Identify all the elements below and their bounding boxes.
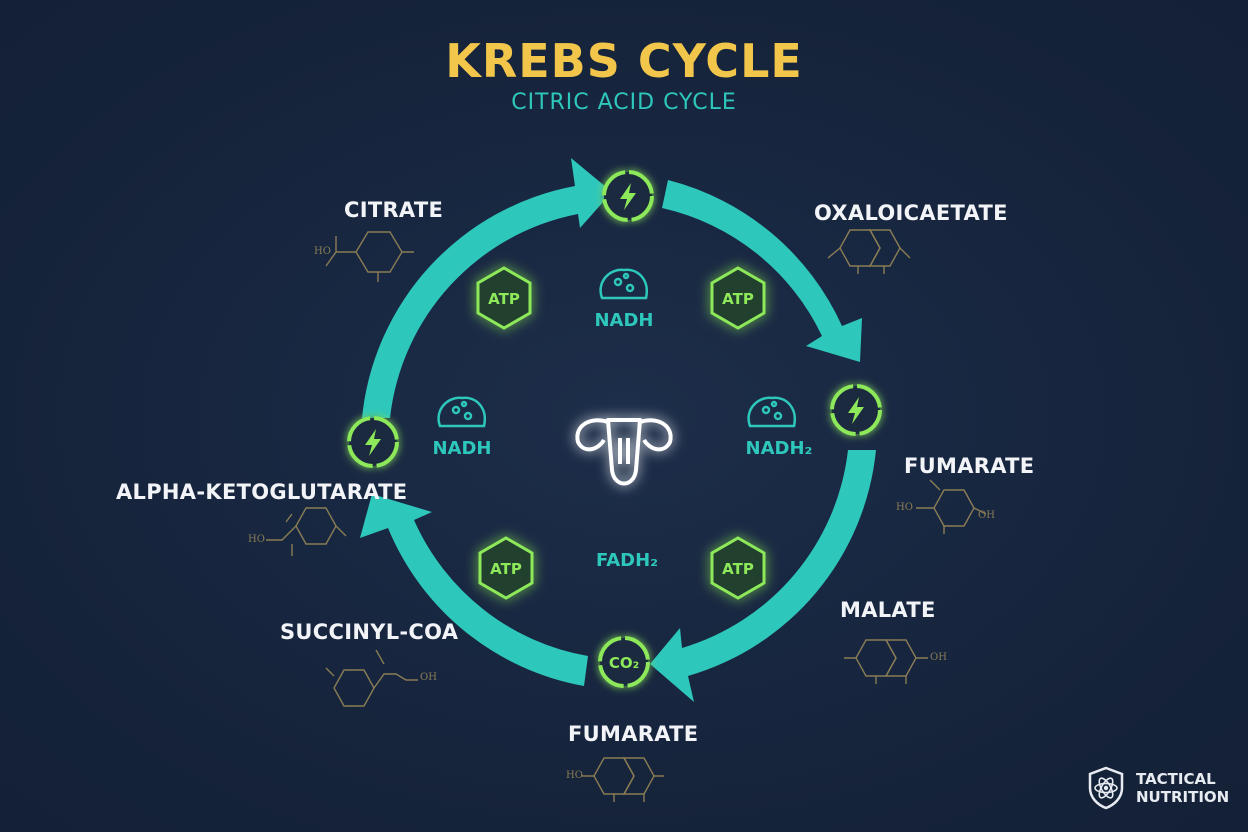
mitochondria-icon (575, 418, 673, 486)
structure-label-succinyl-oh: OH (420, 672, 437, 683)
co2-label: CO₂ (609, 654, 639, 672)
structure-citrate (325, 231, 414, 282)
co2-node-bottom: CO₂ (598, 636, 650, 688)
structure-oxaloacetate (827, 229, 911, 274)
structure-fumarate-bottom (582, 757, 664, 802)
label-oxaloacetate: OXALOICAETATE (814, 201, 1008, 225)
carrier-nadh-top: NADH (594, 310, 654, 331)
molecule-blob-icon (599, 268, 649, 300)
molecule-blob-icon (437, 396, 487, 428)
atom-shield-icon (1088, 766, 1124, 810)
energy-node-left (347, 416, 399, 468)
structure-label-fumarate-ho: HO (896, 502, 913, 513)
structure-succinyl (325, 649, 418, 707)
lightning-bolt-icon (848, 397, 864, 424)
structure-label-bottom-ho: HO (566, 770, 583, 781)
brand-line-1: TACTICAL (1136, 770, 1216, 788)
lightning-bolt-icon (620, 183, 636, 210)
carrier-nadh2-right: NADH₂ (745, 438, 813, 459)
arrow-arc-bottom-right (650, 450, 876, 702)
arrow-arc-bottom-left (360, 494, 588, 686)
label-malate: MALATE (840, 598, 936, 622)
atp-badge-top-left: ATP (476, 266, 532, 330)
energy-node-right (830, 384, 882, 436)
arrow-arc-top-right (662, 180, 862, 362)
brand-logo: TACTICAL NUTRITION (1086, 766, 1236, 810)
page-title: KREBS CYCLE (445, 34, 803, 88)
structure-label-citrate-ho: HO (314, 246, 331, 257)
atp-badge-bottom-right: ATP (710, 536, 766, 600)
label-fumarate-bottom: FUMARATE (568, 722, 699, 746)
structure-label-alpha-side: HO (248, 534, 265, 545)
brand-name: TACTICAL NUTRITION (1136, 770, 1229, 806)
atp-badge-bottom-left: ATP (478, 536, 534, 600)
label-citrate: CITRATE (344, 198, 444, 222)
cycle-arrows (360, 158, 876, 702)
atp-label: ATP (722, 290, 754, 308)
arrow-arc-top-left (362, 158, 612, 418)
structure-label-fumarate-oh: OH (978, 510, 995, 521)
structure-malate (844, 639, 928, 684)
label-succinyl-coa: SUCCINYL-COA (280, 620, 459, 644)
structure-alpha (266, 507, 347, 556)
atp-badge-top-right: ATP (710, 266, 766, 330)
structure-label-malate-oh: OH (930, 652, 947, 663)
atp-label: ATP (722, 560, 754, 578)
label-alpha-ketoglutarate: ALPHA-KETOGLUTARATE (116, 480, 408, 504)
energy-node-top (602, 170, 654, 222)
carrier-fadh2: FADH₂ (595, 550, 659, 571)
structure-fumarate-right (916, 479, 987, 534)
carrier-nadh-left: NADH (432, 438, 492, 459)
lightning-bolt-icon (365, 429, 381, 456)
molecule-blob-icon (747, 396, 797, 428)
label-fumarate-right: FUMARATE (904, 454, 1035, 478)
atp-label: ATP (490, 560, 522, 578)
atp-label: ATP (488, 290, 520, 308)
brand-line-2: NUTRITION (1136, 788, 1230, 806)
page-subtitle: CITRIC ACID CYCLE (511, 90, 737, 115)
